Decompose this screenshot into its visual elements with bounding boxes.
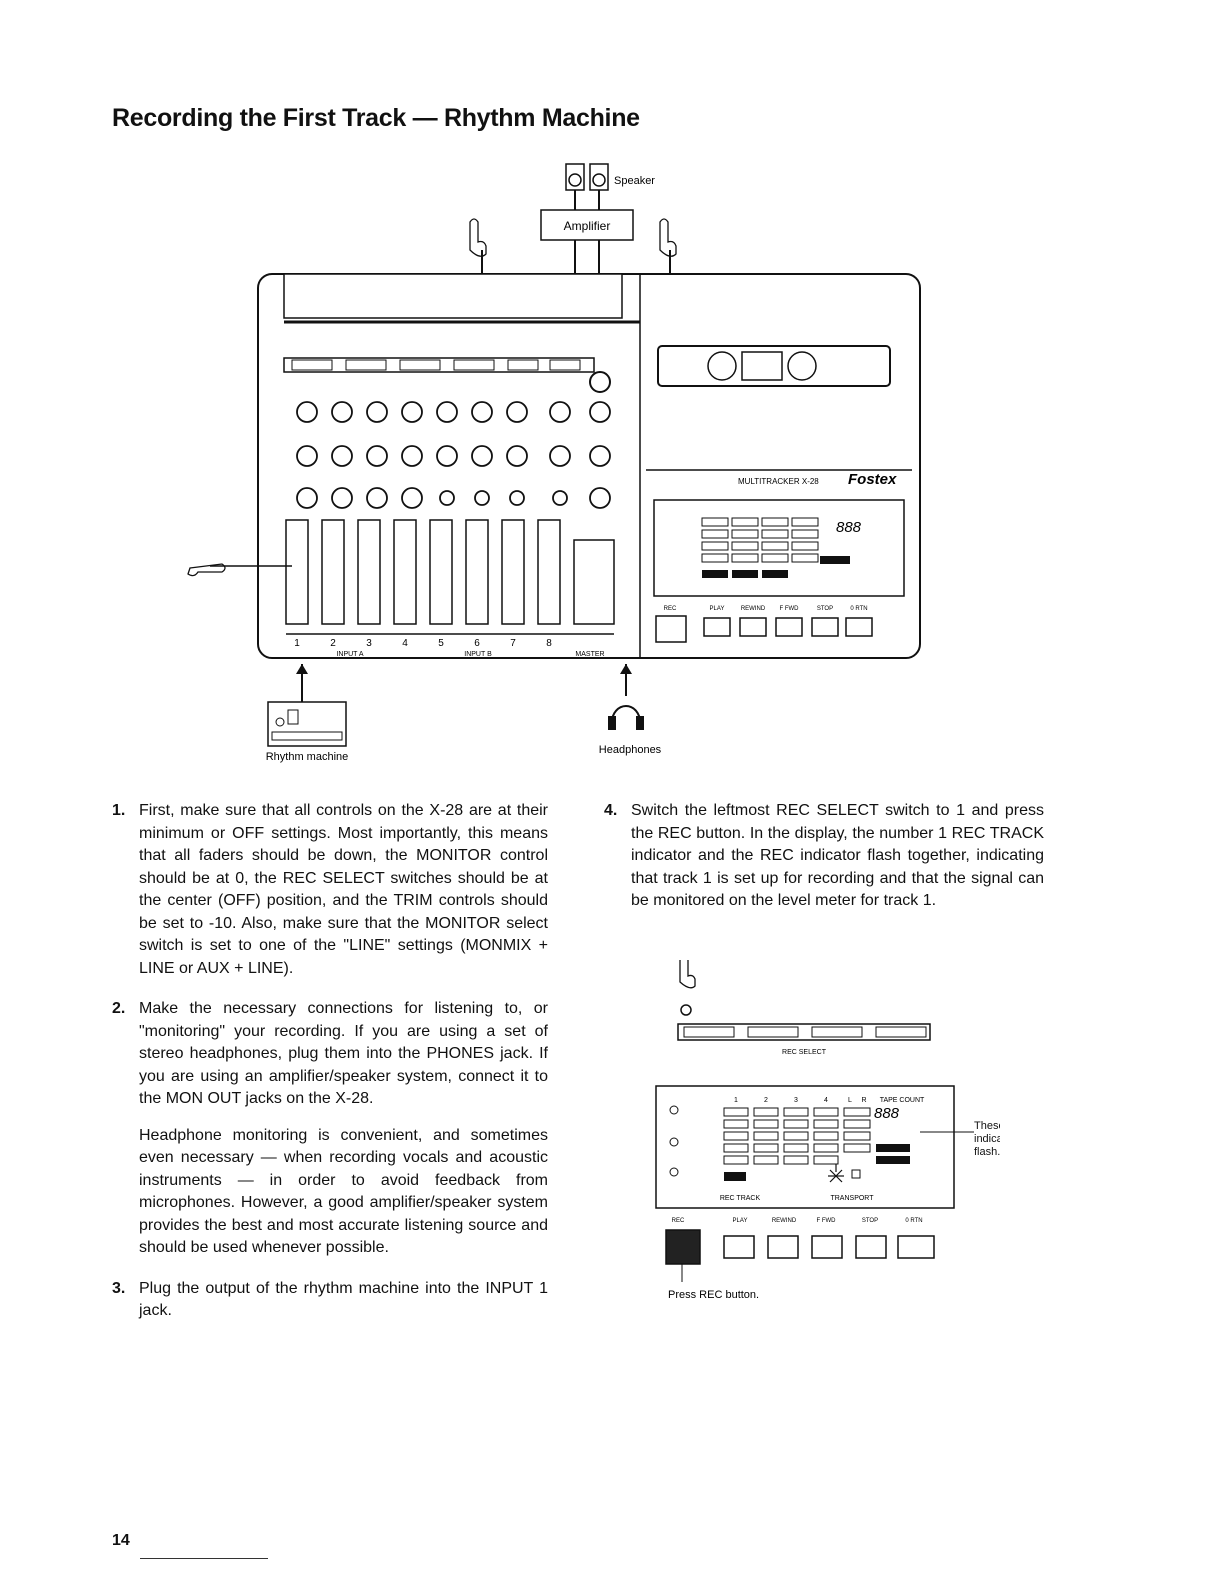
transport-label: 0 RTN xyxy=(905,1218,922,1224)
meter-number: R xyxy=(861,1097,866,1104)
tape-count-display: 888 xyxy=(874,1105,900,1122)
step-number: 1. xyxy=(112,802,126,819)
amplifier-label: Amplifier xyxy=(564,219,611,233)
step-text: Switch the leftmost REC SELECT switch to… xyxy=(631,802,1044,909)
transport-label: PLAY xyxy=(733,1218,748,1224)
zero-return-button[interactable] xyxy=(897,1235,935,1259)
indicators-note: These indicators flash. xyxy=(974,1120,1000,1158)
fader-number: 6 xyxy=(474,638,480,649)
rewind-button[interactable] xyxy=(767,1235,799,1259)
rec-button[interactable] xyxy=(665,1229,701,1265)
amplifier-box xyxy=(540,209,634,241)
step-text: Headphone monitoring is convenient, and … xyxy=(139,1126,548,1257)
lcd-display xyxy=(653,499,905,597)
transport-label: 0 RTN xyxy=(850,606,867,612)
cassette-window xyxy=(657,345,891,387)
transport-buttons xyxy=(655,615,873,643)
step-number: 2. xyxy=(112,1000,126,1017)
steps-right-column: 4. Switch the leftmost REC SELECT switch… xyxy=(604,800,1044,931)
tape-count-label: TAPE COUNT xyxy=(880,1097,925,1104)
meter-number: 4 xyxy=(824,1097,828,1104)
rec-select-label: REC SELECT xyxy=(782,1049,827,1056)
fader-number: 4 xyxy=(402,638,408,649)
step-number: 4. xyxy=(604,802,618,819)
headphones-icon xyxy=(611,705,641,723)
steps-left-column: 1. First, make sure that all controls on… xyxy=(112,800,548,1341)
step-text: Plug the output of the rhythm machine in… xyxy=(139,1279,548,1320)
fader-number: 2 xyxy=(330,638,336,649)
rec-track-label: REC TRACK xyxy=(720,1195,761,1202)
transport-label: REC xyxy=(664,606,677,612)
step-text: Make the necessary connections for liste… xyxy=(139,1000,548,1107)
fader-section xyxy=(285,519,615,625)
tape-count-display: 888 xyxy=(836,519,862,536)
meter-number: 1 xyxy=(734,1097,738,1104)
transport-label: STOP xyxy=(817,606,833,612)
transport-label: PLAY xyxy=(710,606,725,612)
fader-number: 1 xyxy=(294,638,300,649)
transport-label: F FWD xyxy=(780,606,800,612)
page-number: 14 xyxy=(112,1532,130,1549)
step-2: 2. Make the necessary connections for li… xyxy=(112,998,548,1260)
flash-indicator-icon xyxy=(828,1164,844,1183)
step-1: 1. First, make sure that all controls on… xyxy=(112,800,548,980)
footer-divider xyxy=(140,1558,268,1559)
press-rec-note: Press REC button. xyxy=(668,1289,759,1300)
fader-number: 3 xyxy=(366,638,372,649)
speaker-icon xyxy=(565,163,609,191)
step-3: 3. Plug the output of the rhythm machine… xyxy=(112,1278,548,1323)
transport-section-label: TRANSPORT xyxy=(830,1195,874,1202)
meter-number: 3 xyxy=(794,1097,798,1104)
meter-number: L xyxy=(848,1097,852,1104)
hand-pointer-icon xyxy=(679,960,696,989)
step-4: 4. Switch the leftmost REC SELECT switch… xyxy=(604,800,1044,913)
meter-number: 2 xyxy=(764,1097,768,1104)
page-title: Recording the First Track — Rhythm Machi… xyxy=(112,104,640,132)
rhythm-machine-icon xyxy=(267,701,347,747)
transport-label: REWIND xyxy=(741,606,766,612)
input-b-label: INPUT B xyxy=(464,651,492,658)
brand-logo: Fostex xyxy=(848,471,897,488)
step-number: 3. xyxy=(112,1279,126,1297)
master-label: MASTER xyxy=(575,651,604,658)
step-text: First, make sure that all controls on th… xyxy=(139,802,548,977)
transport-label: REWIND xyxy=(772,1218,797,1224)
model-label: MULTITRACKER X-28 xyxy=(738,477,819,486)
headphones-label: Headphones xyxy=(599,744,662,756)
transport-label: F FWD xyxy=(817,1218,837,1224)
knob-rows xyxy=(296,401,611,509)
connection-diagram: Speaker Amplifier 1 2 xyxy=(187,163,921,763)
fader-number: 5 xyxy=(438,638,444,649)
rhythm-machine-label: Rhythm machine xyxy=(266,751,349,763)
ffwd-button[interactable] xyxy=(811,1235,843,1259)
fader-number: 8 xyxy=(546,638,552,649)
transport-label: REC xyxy=(672,1218,685,1224)
rec-select-detail-diagram: REC SELECT 1 2 3 4 L R TAPE COUNT 888 RE… xyxy=(655,960,1000,1300)
stop-button[interactable] xyxy=(855,1235,887,1259)
play-button[interactable] xyxy=(723,1235,755,1259)
transport-label: STOP xyxy=(862,1218,878,1224)
fader-number: 7 xyxy=(510,638,516,649)
speaker-label: Speaker xyxy=(614,175,655,187)
input-a-label: INPUT A xyxy=(336,651,363,658)
